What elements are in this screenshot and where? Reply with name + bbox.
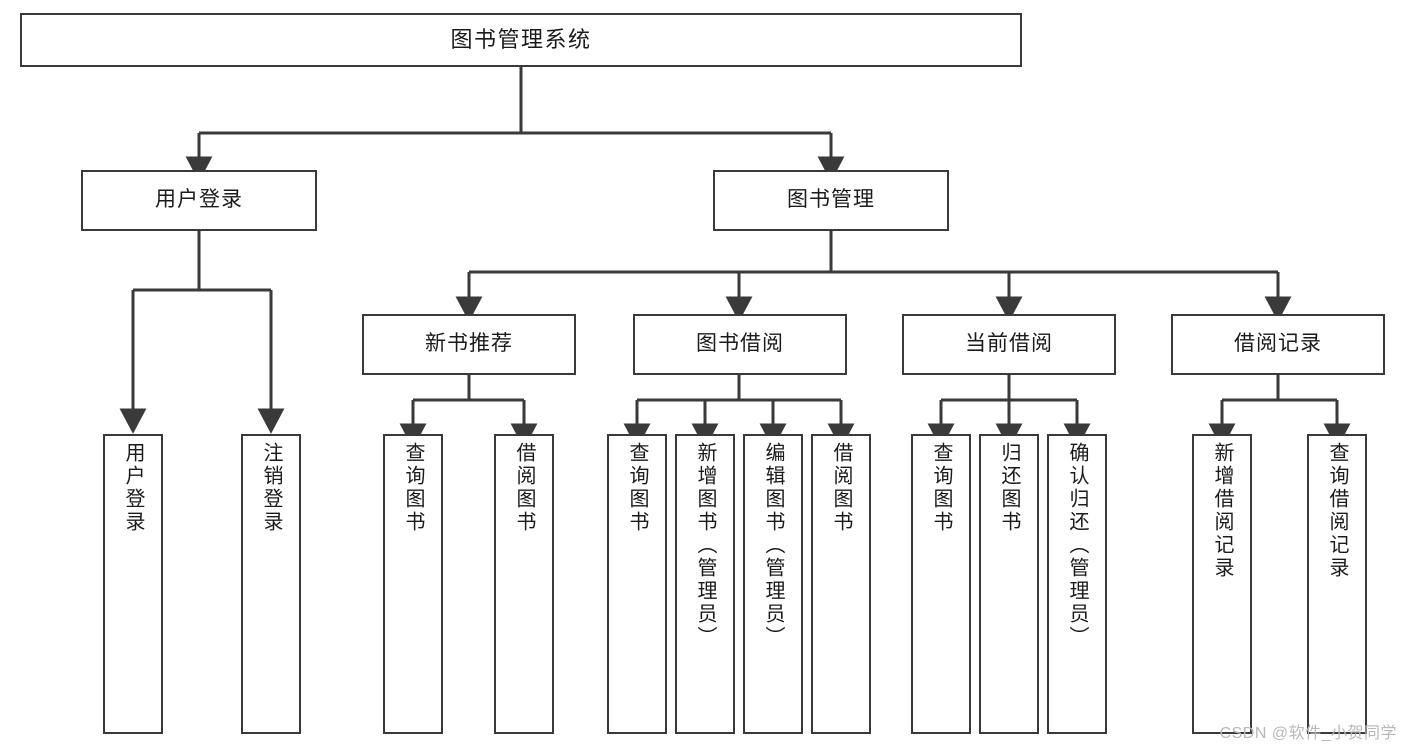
node-label: 新书推荐: [425, 332, 513, 356]
node-new-book-recommend[interactable]: 新书推荐: [362, 314, 576, 375]
leaf-book-borrow-add-book[interactable]: 新增图书（管理员）: [675, 434, 735, 734]
leaf-current-borrow-confirm-return[interactable]: 确认归还（管理员）: [1047, 434, 1107, 734]
node-label: 确认归还（管理员）: [1066, 442, 1088, 649]
node-current-borrow[interactable]: 当前借阅: [902, 314, 1116, 375]
node-label: 图书借阅: [696, 332, 784, 356]
node-book-borrow[interactable]: 图书借阅: [633, 314, 847, 375]
node-root-book-management-system[interactable]: 图书管理系统: [20, 13, 1022, 67]
leaf-new-book-borrow-book[interactable]: 借阅图书: [494, 434, 554, 734]
leaf-new-book-query-book[interactable]: 查询图书: [383, 434, 443, 734]
node-label: 查询图书: [930, 442, 952, 534]
node-label: 查询图书: [626, 442, 648, 534]
node-label: 查询图书: [402, 442, 424, 534]
leaf-current-borrow-query-book[interactable]: 查询图书: [911, 434, 971, 734]
leaf-borrow-record-query-record[interactable]: 查询借阅记录: [1307, 434, 1367, 734]
node-label: 用户登录: [155, 188, 243, 212]
leaf-user-login-login[interactable]: 用户登录: [103, 434, 163, 734]
node-label: 归还图书: [998, 442, 1020, 534]
leaf-current-borrow-return-book[interactable]: 归还图书: [979, 434, 1039, 734]
leaf-book-borrow-edit-book[interactable]: 编辑图书（管理员）: [743, 434, 803, 734]
node-user-login[interactable]: 用户登录: [81, 170, 317, 231]
node-label: 图书管理: [787, 188, 875, 212]
node-label: 借阅图书: [513, 442, 535, 534]
node-label: 图书管理系统: [450, 27, 592, 53]
csdn-watermark: CSDN @软件_小贺同学: [1219, 725, 1397, 742]
node-label: 借阅图书: [830, 442, 852, 534]
node-label: 新增图书（管理员）: [694, 442, 716, 649]
node-label: 注销登录: [260, 442, 282, 534]
node-label: 借阅记录: [1234, 332, 1322, 356]
node-label: 查询借阅记录: [1326, 442, 1348, 580]
leaf-book-borrow-query-book[interactable]: 查询图书: [607, 434, 667, 734]
node-label: 当前借阅: [965, 332, 1053, 356]
node-label: 新增借阅记录: [1211, 442, 1233, 580]
leaf-user-login-logout[interactable]: 注销登录: [241, 434, 301, 734]
node-label: 编辑图书（管理员）: [762, 442, 784, 649]
node-label: 用户登录: [122, 442, 144, 534]
leaf-borrow-record-add-record[interactable]: 新增借阅记录: [1192, 434, 1252, 734]
node-borrow-record[interactable]: 借阅记录: [1171, 314, 1385, 375]
leaf-book-borrow-borrow-book[interactable]: 借阅图书: [811, 434, 871, 734]
node-book-management[interactable]: 图书管理: [713, 170, 949, 231]
